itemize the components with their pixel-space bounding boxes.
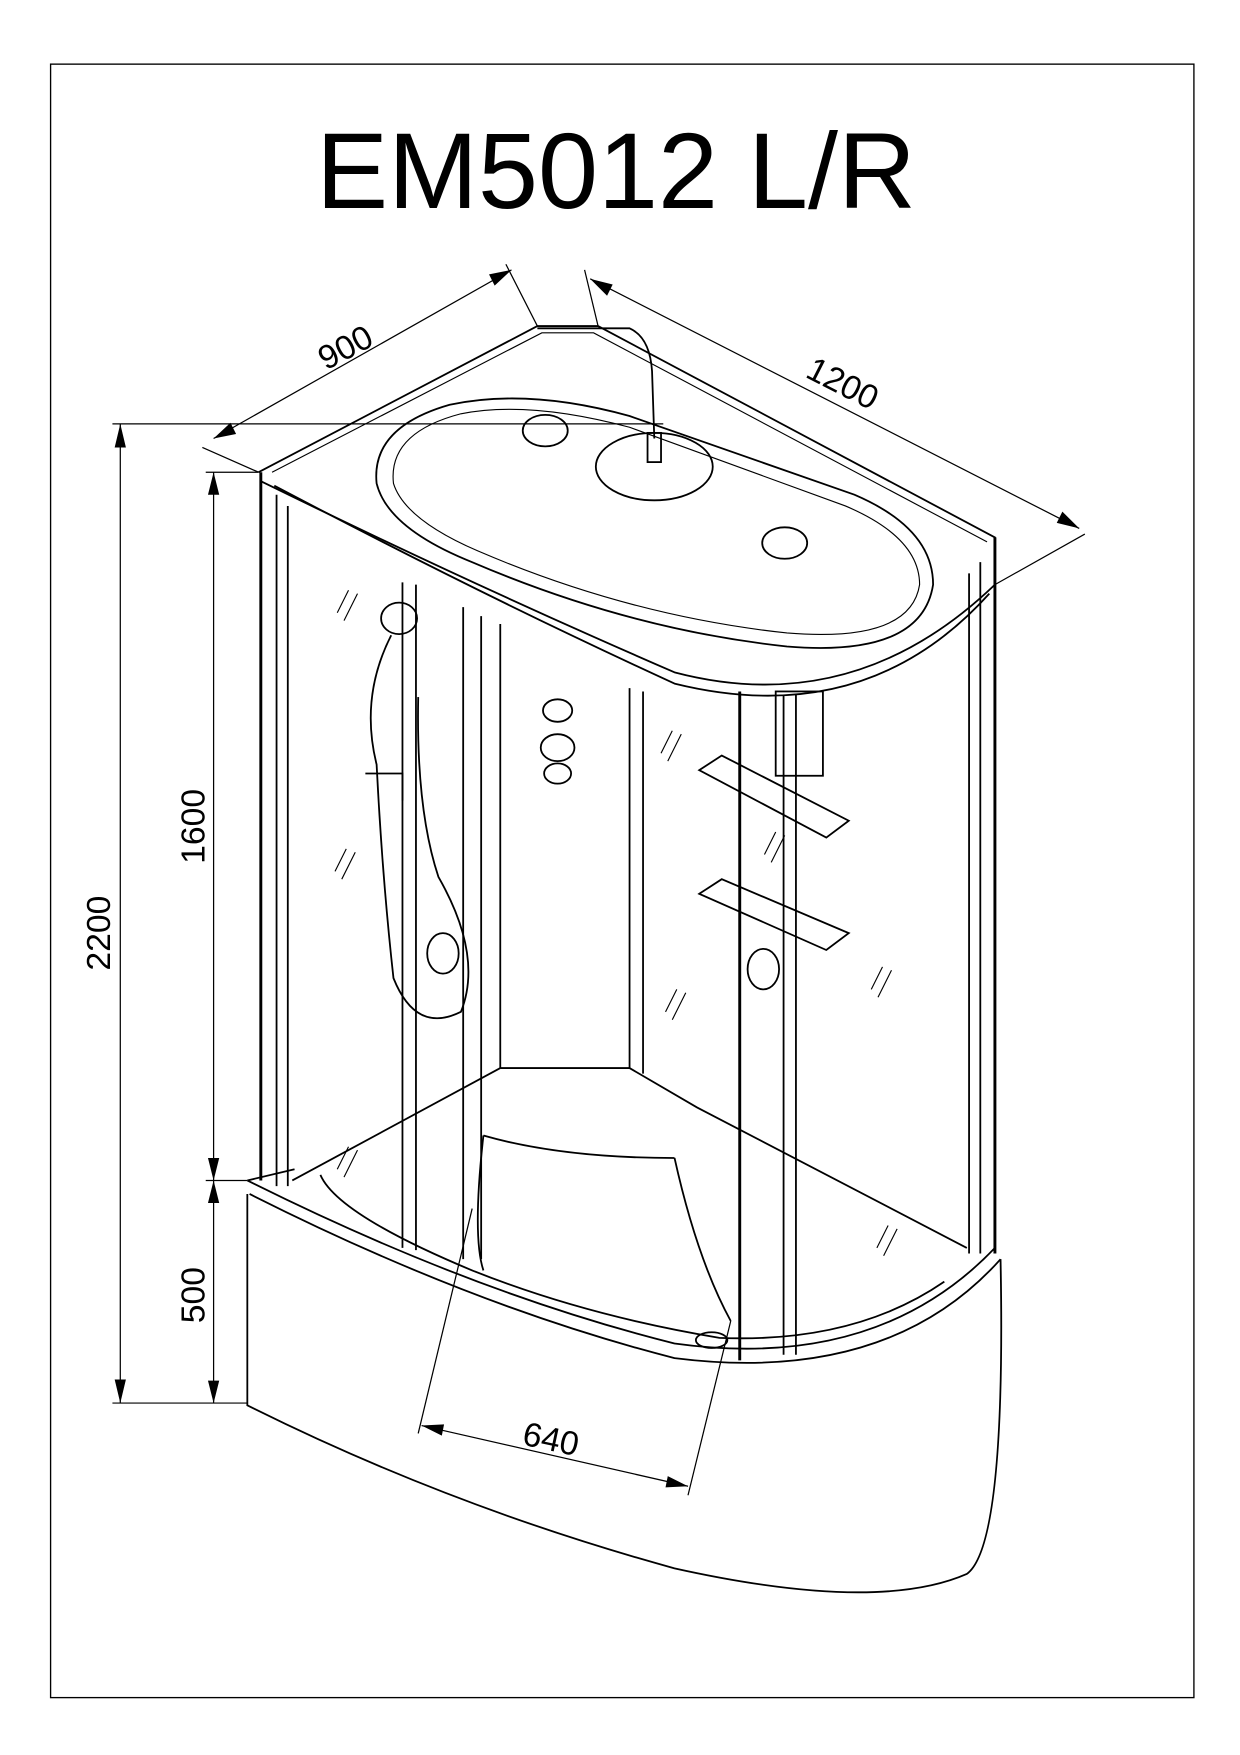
tray-skirt	[246, 1193, 1003, 1594]
cabin-frame	[259, 472, 997, 1361]
roof-dome	[375, 397, 934, 649]
shower-tray	[246, 1134, 1003, 1594]
dimension-lines	[112, 263, 1086, 1496]
body-jet-icon	[542, 698, 574, 723]
cabin-roof	[258, 325, 996, 697]
drain-icon	[694, 1331, 729, 1349]
shower-hose	[369, 634, 470, 1020]
dimension-tray-height-label: 500	[175, 1267, 213, 1323]
body-jet-icon	[539, 733, 576, 763]
dimension-total-height-label: 2200	[80, 896, 118, 971]
glass-shelf	[697, 878, 851, 952]
glass-shelf	[697, 754, 851, 839]
mixer-knob-icon	[426, 932, 460, 975]
dimension-cabin-height-label: 1600	[175, 789, 213, 864]
mixer-knob-icon	[746, 947, 780, 991]
model-title: EM5012 L/R	[316, 110, 916, 231]
rain-shower-head-icon	[594, 431, 714, 502]
shower-pipe	[537, 327, 656, 439]
roof-light-left-icon	[521, 413, 569, 448]
glass-reflections	[334, 590, 898, 1257]
roof-light-right-icon	[761, 526, 809, 560]
drawing-frame	[49, 63, 1195, 1699]
hand-shower-icon	[380, 601, 418, 636]
dimension-depth-label: 900	[312, 318, 380, 378]
dimension-door-width-label: 640	[519, 1415, 582, 1464]
fittings	[365, 601, 851, 1020]
